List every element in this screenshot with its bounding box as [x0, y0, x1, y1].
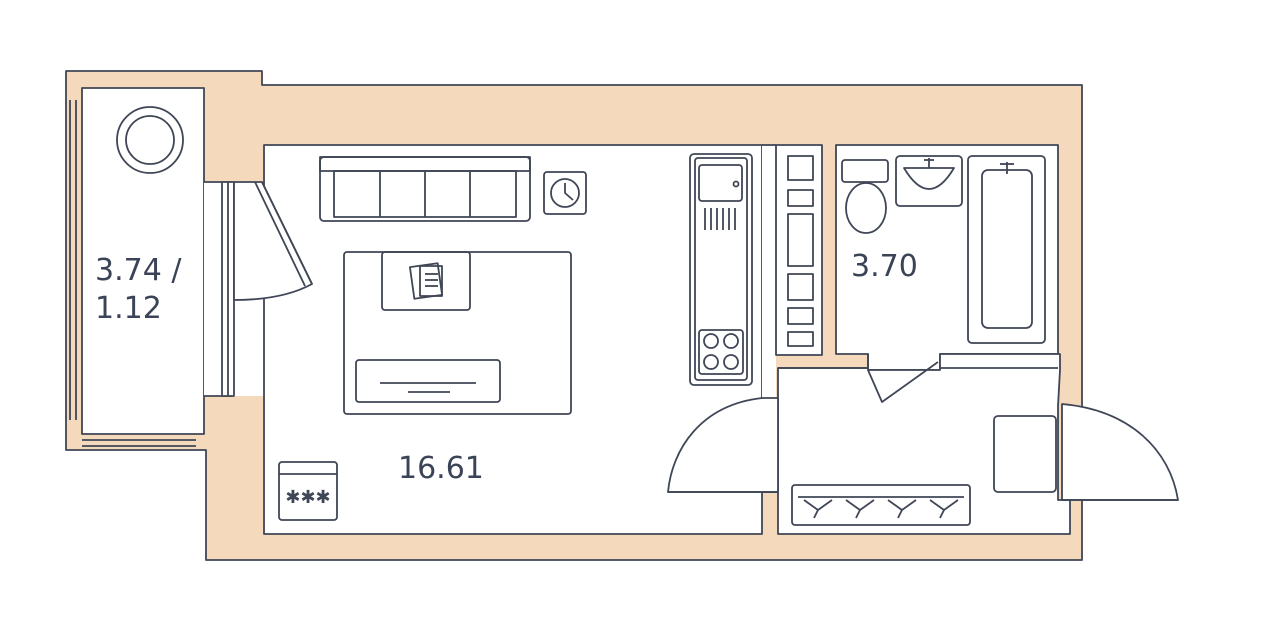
- svg-text:✱✱✱: ✱✱✱: [285, 487, 330, 508]
- bathroom-door: [867, 361, 939, 403]
- bathroom-area-label: 3.70: [851, 249, 918, 284]
- toilet-icon: [841, 159, 889, 234]
- radiator-icon: ✱✱✱: [278, 461, 338, 521]
- right-door-swing: [1061, 403, 1179, 501]
- coat-hangers-icon: [791, 484, 971, 526]
- balcony-door-swing: [233, 181, 313, 301]
- balcony-floor: [81, 87, 205, 435]
- clock-icon: [543, 171, 587, 215]
- sofa-icon: [319, 156, 531, 222]
- washing-machine-icon: [993, 415, 1057, 493]
- hallway-floor: [777, 353, 1071, 535]
- book-icon: [409, 262, 443, 300]
- wardrobe-icon: [787, 155, 814, 347]
- main-room-area-label: 16.61: [398, 451, 484, 486]
- bed-icon: [343, 251, 572, 415]
- bathtub-icon: [967, 155, 1046, 344]
- washbasin-icon: [895, 155, 963, 207]
- kitchen-sink-icon: [698, 164, 743, 230]
- kitchen-counter: [689, 153, 753, 386]
- armchair-icon: [116, 106, 184, 174]
- stove-icon: [698, 329, 744, 375]
- balcony-area-label: 3.74 / 1.12: [95, 253, 182, 326]
